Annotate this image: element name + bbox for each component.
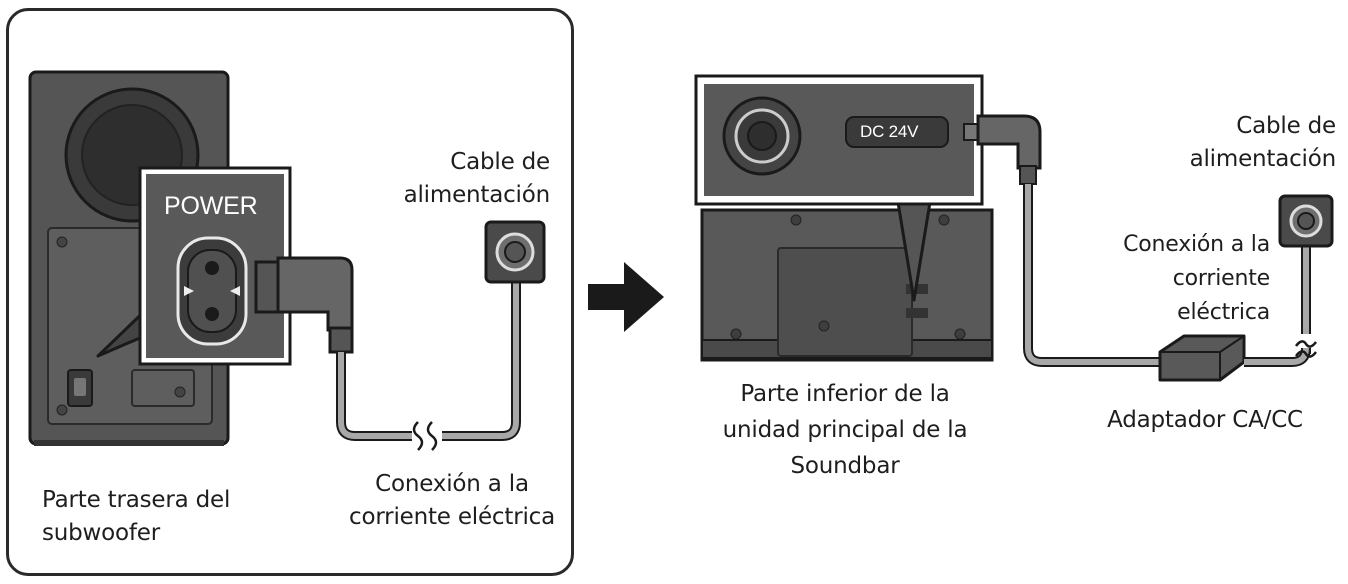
label-line: Conexión a la	[1123, 232, 1270, 257]
label-line: Cable de	[450, 149, 550, 175]
dc-plug	[963, 114, 1042, 185]
label-line: Conexión a la	[375, 471, 529, 497]
adapter-label: Adaptador CA/CC	[1107, 407, 1303, 433]
ac-dc-adapter	[1158, 334, 1246, 382]
dc-label: DC 24V	[860, 122, 919, 141]
caption-line: subwoofer	[42, 520, 161, 546]
outlet-label-right: Conexión a la corriente eléctrica	[1080, 228, 1270, 330]
label-line: alimentación	[403, 182, 551, 208]
soundbar-caption: Parte inferior de la unidad principal de…	[700, 376, 990, 484]
wall-outlet-left	[484, 220, 546, 284]
label-line: corriente eléctrica	[349, 504, 555, 530]
label-line: eléctrica	[1177, 300, 1270, 325]
outlet-label-left: Conexión a la corriente eléctrica	[344, 468, 560, 534]
label-line: alimentación	[1189, 146, 1337, 172]
subwoofer-power-plug	[254, 256, 354, 354]
subwoofer-caption: Parte trasera del subwoofer	[42, 484, 230, 550]
power-cable-label-right: Cable de alimentación	[1168, 110, 1337, 176]
caption-line: Parte trasera del	[42, 487, 231, 513]
wall-outlet-right	[1278, 194, 1334, 248]
dc-callout	[694, 74, 984, 206]
right-arrow-icon	[588, 262, 664, 332]
power-label: POWER	[164, 192, 258, 220]
label-line: corriente	[1172, 266, 1270, 291]
caption-line: Soundbar	[790, 453, 900, 479]
power-callout	[138, 166, 292, 366]
caption-line: Parte inferior de la	[740, 381, 950, 407]
power-cable-label-left: Cable de alimentación	[380, 146, 551, 212]
label-line: Cable de	[1236, 113, 1336, 139]
caption-line: unidad principal de la	[722, 417, 968, 443]
soundbar-bottom	[700, 208, 994, 362]
